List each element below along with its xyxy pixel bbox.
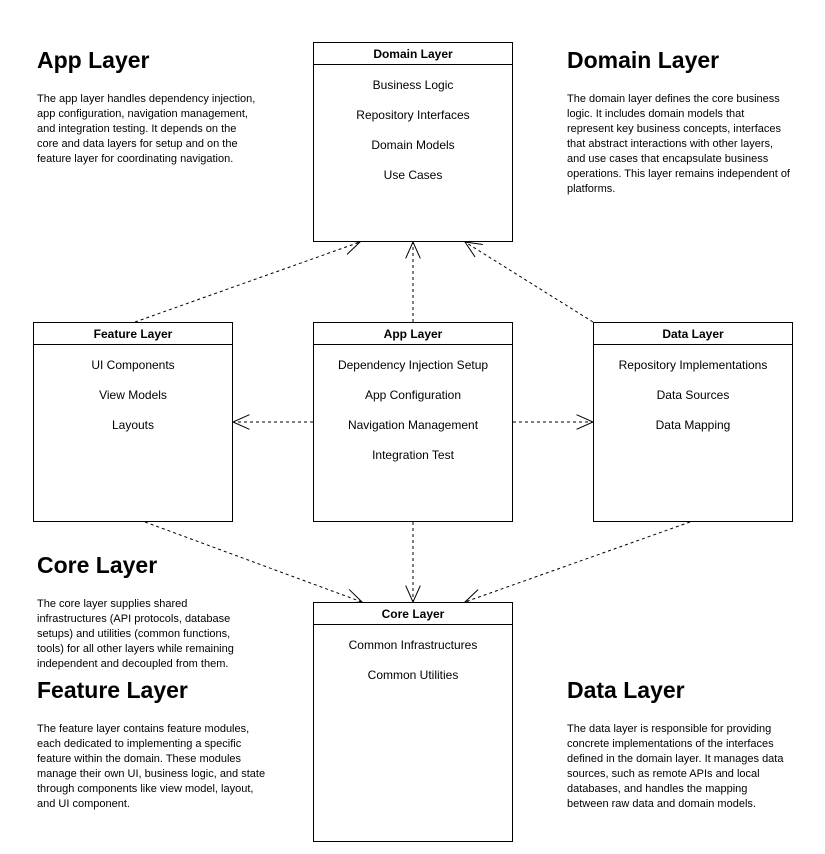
data-layer-item: Data Sources (656, 388, 730, 402)
feature-layer-box-title: Feature Layer (34, 323, 232, 345)
core-layer-box-title: Core Layer (314, 603, 512, 625)
arrowhead (405, 585, 421, 604)
data-layer-description: The data layer is responsible for provid… (567, 723, 784, 810)
app-layer-item: Navigation Management (347, 418, 479, 432)
app-layer-item: Integration Test (372, 448, 454, 462)
core-layer-description: The core layer supplies shared infrastru… (37, 598, 234, 670)
domain-layer-item-list: Business Logic Repository Interfaces Dom… (314, 65, 512, 197)
arrowhead (231, 414, 250, 430)
feature-layer-item: View Models (99, 388, 167, 402)
domain-layer-description: The domain layer defines the core busine… (567, 93, 790, 195)
data-layer-item: Repository Implementations (618, 358, 768, 372)
arrow-app-to-feature (231, 414, 313, 430)
domain-layer-box: Domain Layer Business Logic Repository I… (313, 42, 513, 242)
app-layer-item-list: Dependency Injection Setup App Configura… (314, 345, 512, 477)
feature-layer-item: UI Components (91, 358, 175, 372)
arrow-feature-to-domain (134, 240, 362, 323)
app-layer-box-title: App Layer (314, 323, 512, 345)
app-layer-description: The app layer handles dependency injecti… (37, 93, 256, 165)
data-layer-box: Data Layer Repository Implementations Da… (593, 322, 793, 522)
arrow-app-to-core (405, 522, 421, 604)
domain-layer-item: Use Cases (383, 168, 443, 182)
arrow-feature-to-core (144, 521, 364, 604)
app-layer-item: App Configuration (364, 388, 462, 402)
arrowhead (405, 240, 421, 259)
domain-layer-heading: Domain Layer (567, 47, 720, 73)
core-layer-item: Common Infrastructures (348, 638, 478, 652)
domain-layer-item: Repository Interfaces (356, 108, 470, 122)
feature-layer-box: Feature Layer UI Components View Models … (33, 322, 233, 522)
arrow-app-to-data (513, 414, 595, 430)
core-layer-item-list: Common Infrastructures Common Utilities (314, 625, 512, 697)
arrow-data-to-core (463, 521, 691, 604)
arrowhead (342, 240, 362, 255)
app-layer-heading: App Layer (37, 47, 150, 73)
domain-layer-item: Business Logic (372, 78, 454, 92)
arrow-data-to-domain (463, 241, 594, 323)
data-layer-box-title: Data Layer (594, 323, 792, 345)
arrow-app-to-domain (405, 240, 421, 322)
app-layer-item: Dependency Injection Setup (337, 358, 489, 372)
feature-layer-description: The feature layer contains feature modul… (37, 723, 266, 810)
core-layer-item: Common Utilities (367, 668, 459, 682)
data-layer-item-list: Repository Implementations Data Sources … (594, 345, 792, 447)
arrowhead (463, 241, 483, 258)
core-layer-box: Core Layer Common Infrastructures Common… (313, 602, 513, 842)
data-layer-item: Data Mapping (655, 418, 731, 432)
domain-layer-item: Domain Models (371, 138, 455, 152)
feature-layer-item: Layouts (111, 418, 155, 432)
feature-layer-item-list: UI Components View Models Layouts (34, 345, 232, 447)
data-layer-heading: Data Layer (567, 677, 685, 703)
app-layer-box: App Layer Dependency Injection Setup App… (313, 322, 513, 522)
arrowhead (576, 414, 595, 430)
feature-layer-heading: Feature Layer (37, 677, 188, 703)
core-layer-heading: Core Layer (37, 552, 158, 578)
domain-layer-box-title: Domain Layer (314, 43, 512, 65)
